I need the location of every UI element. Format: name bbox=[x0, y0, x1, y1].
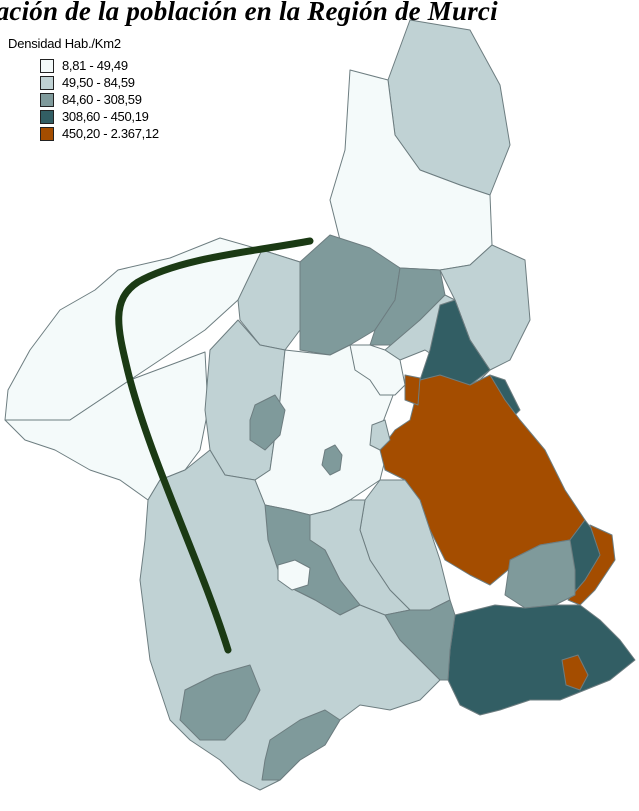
page-title: bación de la población en la Región de M… bbox=[0, 0, 498, 26]
municipality-s-medium bbox=[261, 709, 341, 781]
municipality-enclave-5 bbox=[404, 374, 421, 406]
legend-label-2: 49,50 - 84,59 bbox=[62, 75, 135, 90]
annotation-curve bbox=[115, 237, 314, 654]
municipality-enclave-2 bbox=[321, 444, 343, 476]
legend-label-4: 308,60 - 450,19 bbox=[62, 109, 149, 124]
municipality-sw-medium bbox=[179, 664, 261, 741]
legend-swatch-5 bbox=[40, 126, 54, 141]
municipality-city-core bbox=[349, 344, 406, 396]
legend-swatch-3 bbox=[40, 92, 54, 107]
municipality-south-center-light bbox=[504, 539, 576, 609]
municipality-enclave-4 bbox=[369, 419, 391, 451]
legend-item-2: 49,50 - 84,59 bbox=[40, 74, 159, 91]
legend-label-1: 8,81 - 49,49 bbox=[62, 58, 128, 73]
legend-item-4: 308,60 - 450,19 bbox=[40, 108, 159, 125]
legend-item-1: 8,81 - 49,49 bbox=[40, 57, 159, 74]
municipality-south-east bbox=[447, 604, 636, 716]
legend-title: Densidad Hab./Km2 bbox=[8, 36, 121, 51]
legend: Densidad Hab./Km2 8,81 - 49,49 49,50 - 8… bbox=[8, 36, 159, 142]
legend-swatch-2 bbox=[40, 75, 54, 90]
legend-swatch-1 bbox=[40, 58, 54, 73]
legend-label-3: 84,60 - 308,59 bbox=[62, 92, 142, 107]
legend-item-5: 450,20 - 2.367,12 bbox=[40, 125, 159, 142]
municipality-enclave-6 bbox=[561, 654, 589, 691]
legend-swatch-4 bbox=[40, 109, 54, 124]
municipality-enclave-1 bbox=[249, 394, 286, 451]
municipality-enclave-3 bbox=[277, 559, 311, 591]
legend-label-5: 450,20 - 2.367,12 bbox=[62, 126, 159, 141]
municipality-south-east-medium bbox=[384, 599, 456, 681]
legend-item-3: 84,60 - 308,59 bbox=[40, 91, 159, 108]
